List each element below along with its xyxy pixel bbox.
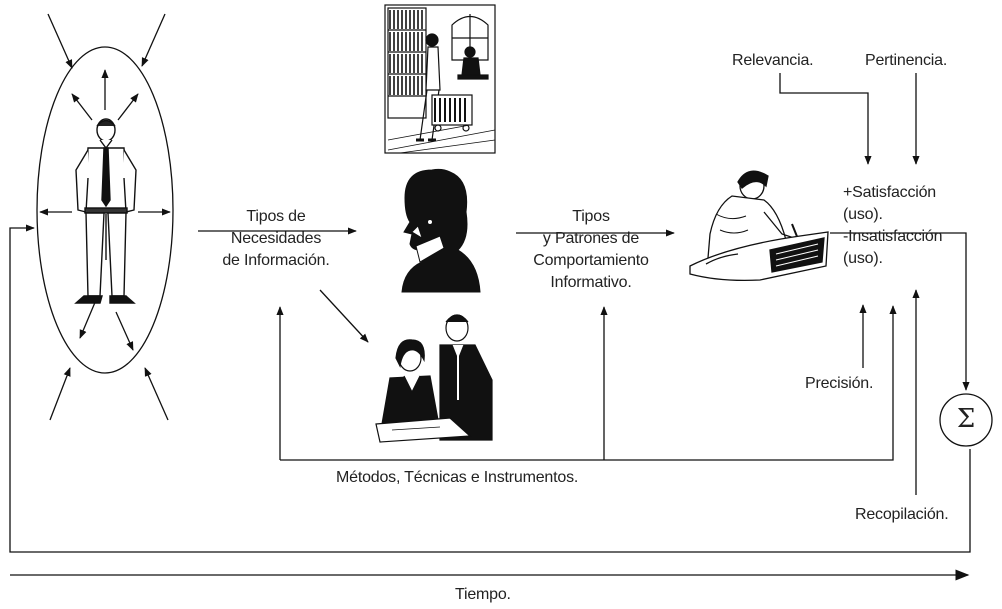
precision-label: Precisión. <box>805 375 874 392</box>
arrow-needs-to-meeting <box>319 289 369 343</box>
two-people-meeting-icon <box>375 314 493 443</box>
compilation-label: Recopilación. <box>855 506 949 523</box>
arrow-relevance <box>779 73 872 165</box>
time-label: Tiempo. <box>455 586 511 603</box>
inward-arrow <box>49 367 71 421</box>
arrow-outcome-to-sigma <box>830 232 970 391</box>
standing-man-icon <box>74 118 137 304</box>
person-ellipse-group <box>36 13 174 421</box>
flow-arrows <box>9 73 971 581</box>
behavior-patterns-label: Tipos y Patrones de Comportamiento Infor… <box>533 208 649 291</box>
arrow-feedback-loop <box>9 224 971 553</box>
pertinence-label: Pertinencia. <box>865 52 948 69</box>
writing-man-icon <box>689 170 829 282</box>
sigma-symbol: Σ <box>956 404 976 434</box>
outward-arrow <box>115 311 134 351</box>
thinking-woman-icon <box>401 168 481 293</box>
arrow-methods-loop <box>280 305 897 461</box>
library-reader-icon <box>384 4 496 154</box>
inward-arrow <box>141 13 166 67</box>
inward-arrow <box>144 367 169 421</box>
outward-arrow <box>79 299 97 339</box>
outward-arrow <box>71 93 93 121</box>
outcome-label: +Satisfacción (uso). -Insatisfacción (us… <box>843 184 943 267</box>
inward-arrow <box>47 13 73 69</box>
need-types-label: Tipos de Necesidades de Información. <box>222 208 330 269</box>
person-ellipse <box>36 46 174 374</box>
outward-arrow <box>117 93 139 121</box>
relevance-label: Relevancia. <box>732 52 814 69</box>
summation-circle <box>939 393 993 447</box>
methods-label: Métodos, Técnicas e Instrumentos. <box>336 469 579 486</box>
